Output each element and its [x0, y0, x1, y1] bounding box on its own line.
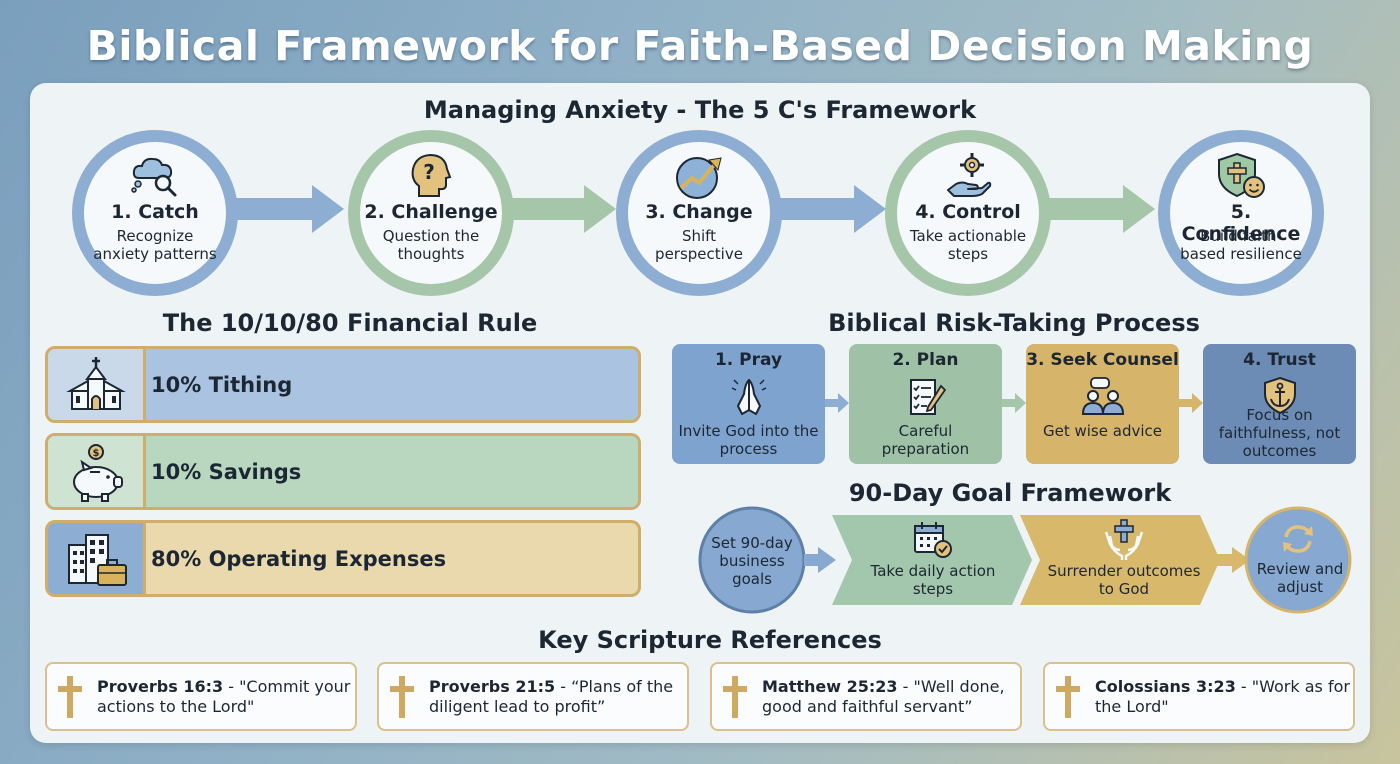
cross-icon [390, 676, 414, 718]
scripture-card: Proverbs 16:3 - "Commit your actions to … [45, 662, 357, 731]
c-step-desc: Question the thoughts [382, 227, 480, 263]
five-cs-title: Managing Anxiety - The 5 C's Framework [423, 96, 977, 124]
praying-hands-icon [731, 379, 766, 415]
scripture-card: Colossians 3:23 - "Work as for the Lord" [1043, 662, 1355, 731]
flow-arrow [1002, 393, 1026, 413]
scripture-quote: - “Plans of the diligent lead to profit” [429, 677, 674, 716]
fin-icon-box [48, 349, 146, 420]
c-step-title: 2. Challenge [364, 201, 498, 223]
flow-arrow [508, 185, 616, 233]
c-step-control: 4. Control Take actionable steps [885, 130, 1051, 296]
c-step-challenge: ? 2. Challenge Question the thoughts [348, 130, 514, 296]
scripture-text: Matthew 25:23 - "Well done, good and fai… [762, 677, 1017, 717]
c-step-desc: Build faith-based resilience [1180, 227, 1302, 263]
goal-step-text: Review and adjust [1256, 560, 1344, 596]
scripture-card: Matthew 25:23 - "Well done, good and fai… [710, 662, 1022, 731]
goal-step-text: Set 90-day business goals [711, 534, 793, 588]
fin-row-savings: $ 10% Savings [45, 433, 641, 510]
goal-flow-graphic [698, 506, 1352, 614]
fin-row-label: 10% Tithing [151, 373, 293, 397]
fin-icon-box: $ [48, 436, 146, 507]
scripture-title: Key Scripture References [538, 626, 882, 654]
flow-arrow [1047, 185, 1155, 233]
head-question-icon: ? [411, 153, 452, 197]
cycle-arrows-icon [1283, 525, 1313, 553]
goal-step-text: Surrender outcomes to God [1047, 562, 1201, 598]
scripture-text: Proverbs 16:3 - "Commit your actions to … [97, 677, 352, 717]
scripture-card: Proverbs 21:5 - “Plans of the diligent l… [377, 662, 689, 731]
goal-step-text: Take daily action steps [870, 562, 996, 598]
scripture-ref: Proverbs 21:5 [429, 677, 556, 696]
anchor-icon [1263, 376, 1296, 415]
goal-title: 90-Day Goal Framework [848, 479, 1172, 507]
c-step-desc: Shift perspective [655, 227, 743, 263]
svg-text:$: $ [93, 448, 100, 459]
c-step-title: 1. Catch [111, 201, 199, 223]
page-title: Biblical Framework for Faith-Based Decis… [86, 22, 1314, 70]
hand-gear-icon [947, 153, 992, 197]
scripture-text: Colossians 3:23 - "Work as for the Lord" [1095, 677, 1350, 717]
calendar-check-icon [914, 522, 952, 558]
thought-cloud-magnifier-icon [131, 157, 177, 197]
church-icon [66, 357, 126, 410]
flow-arrow [236, 185, 344, 233]
risk-title: Biblical Risk-Taking Process [828, 309, 1200, 337]
flow-arrow [825, 393, 849, 413]
risk-step-desc: Focus on faithfulness, not outcomes [1218, 406, 1341, 460]
scripture-ref: Matthew 25:23 [762, 677, 898, 696]
c-step-title: 3. Change [645, 201, 753, 223]
c-step-confidence: 5. Confidence Build faith-based resilien… [1158, 130, 1324, 296]
risk-step-title: 1. Pray [714, 350, 783, 370]
risk-step-plan: 2. Plan Careful preparation [849, 344, 1002, 464]
financial-title: The 10/10/80 Financial Rule [162, 309, 538, 337]
cross-icon [1056, 676, 1080, 718]
scripture-text: Proverbs 21:5 - “Plans of the diligent l… [429, 677, 684, 717]
piggy-bank-icon: $ [73, 444, 123, 502]
two-people-icon [1081, 377, 1124, 415]
c-step-change: 3. Change Shift perspective [616, 130, 782, 296]
risk-step-counsel: 3. Seek Counsel Get wise advice [1026, 344, 1179, 464]
risk-step-title: 4. Trust [1243, 350, 1316, 370]
scripture-quote: - "Work as for the Lord" [1095, 677, 1350, 716]
scripture-quote: - "Well done, good and faithful servant” [762, 677, 1005, 716]
scripture-quote: - "Commit your actions to the Lord" [97, 677, 351, 716]
c-step-desc: Recognize anxiety patterns [93, 227, 217, 263]
risk-step-desc: Careful preparation [881, 422, 970, 458]
risk-step-title: 3. Seek Counsel [1026, 350, 1179, 370]
risk-step-desc: Invite God into the process [678, 422, 819, 458]
fin-icon-box [48, 523, 146, 594]
c-step-desc: Take actionable steps [909, 227, 1027, 263]
fin-row-tithing: 10% Tithing [45, 346, 641, 423]
fin-row-label: 80% Operating Expenses [151, 547, 447, 571]
cross-icon [58, 676, 82, 718]
hands-cross-icon [1104, 519, 1144, 560]
risk-step-pray: 1. Pray Invite God into the process [672, 344, 825, 464]
c-step-title: 4. Control [915, 201, 1021, 223]
trend-arrow-icon [676, 157, 722, 199]
scripture-ref: Colossians 3:23 [1095, 677, 1236, 696]
c-step-title: 5. Confidence [1181, 201, 1301, 245]
flow-arrow [778, 185, 886, 233]
fin-row-label: 10% Savings [151, 460, 302, 484]
office-briefcase-icon [68, 534, 127, 586]
risk-step-trust: 4. Trust Focus on faithfulness, not outc… [1203, 344, 1356, 464]
shield-cross-smile-icon [1218, 152, 1265, 198]
risk-step-desc: Get wise advice [1043, 422, 1162, 440]
fin-row-operating: 80% Operating Expenses [45, 520, 641, 597]
scripture-ref: Proverbs 16:3 [97, 677, 224, 696]
c-step-catch: 1. Catch Recognize anxiety patterns [72, 130, 238, 296]
checklist-pen-icon [909, 379, 946, 415]
risk-step-title: 2. Plan [892, 350, 959, 370]
flow-arrow [1179, 393, 1203, 413]
cross-icon [723, 676, 747, 718]
svg-text:?: ? [423, 160, 435, 184]
